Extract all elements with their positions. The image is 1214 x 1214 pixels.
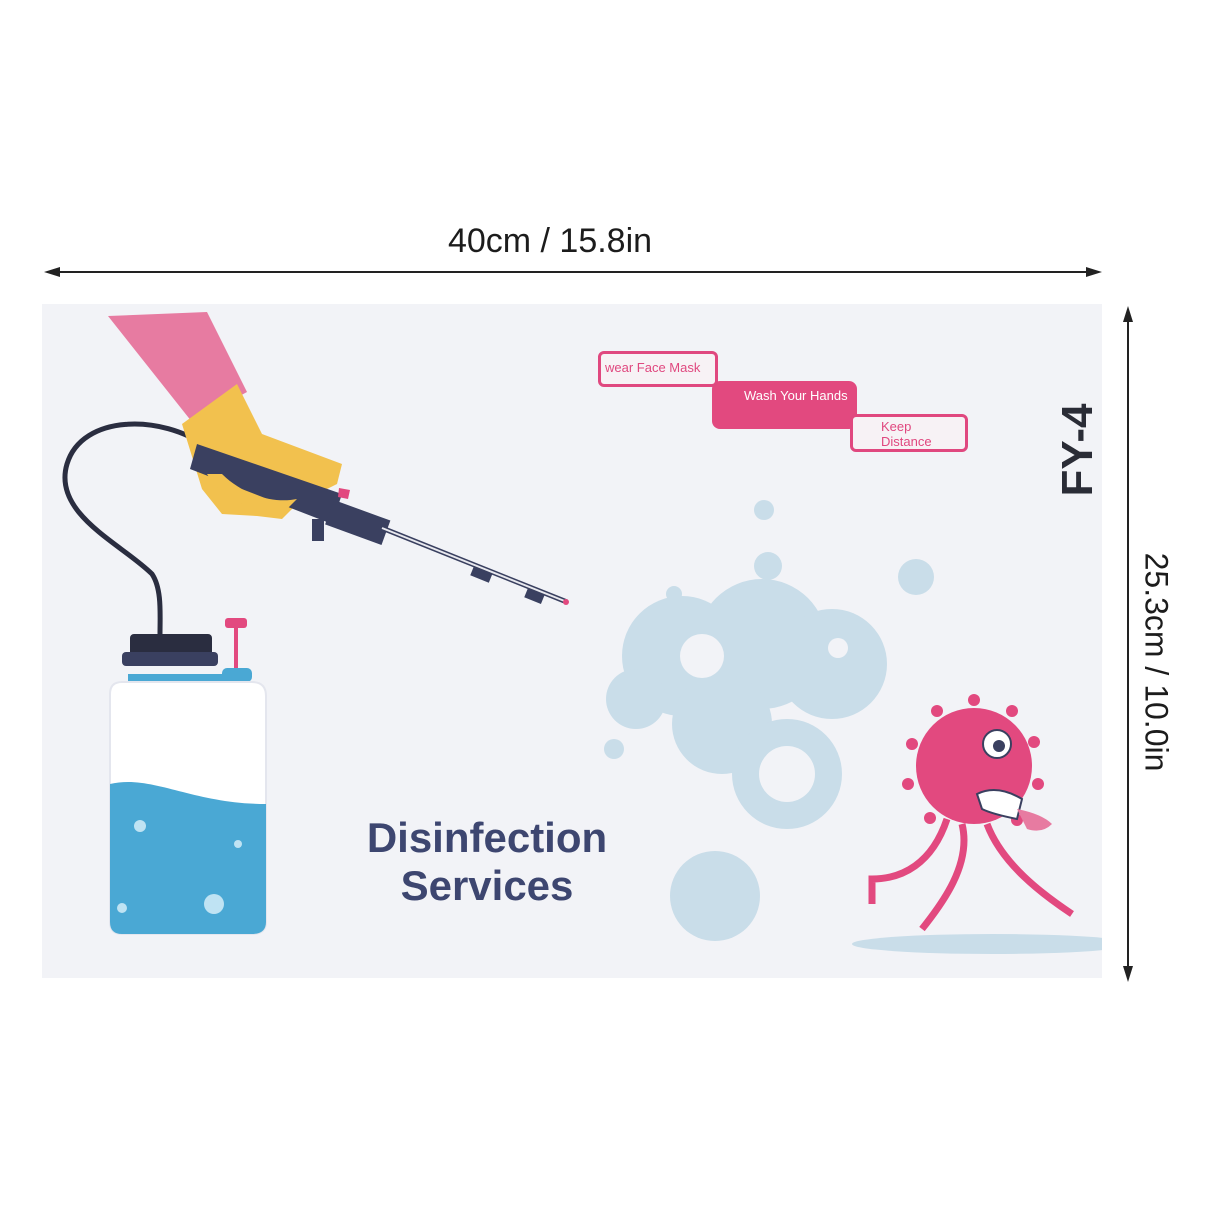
- title-line-2: Services: [400, 862, 574, 909]
- wash-hands-tag: Wash Your Hands: [712, 381, 857, 429]
- sticker-illustration: [62, 312, 1102, 954]
- virus-character: [852, 694, 1102, 954]
- height-dimension-label: 25.3cm / 10.0in: [1138, 552, 1175, 772]
- width-dimension-label: 40cm / 15.8in: [447, 222, 653, 260]
- keep-distance-tag: Keep Distance: [850, 414, 968, 452]
- sticker-title: Disinfection Services: [332, 814, 642, 910]
- model-number: FY-4: [1053, 403, 1102, 497]
- disinfection-sticker: Wash Your Hands wear Face Mask Keep Dist…: [42, 304, 1102, 978]
- title-line-1: Disinfection: [366, 814, 608, 861]
- face-mask-tag: wear Face Mask: [598, 351, 718, 387]
